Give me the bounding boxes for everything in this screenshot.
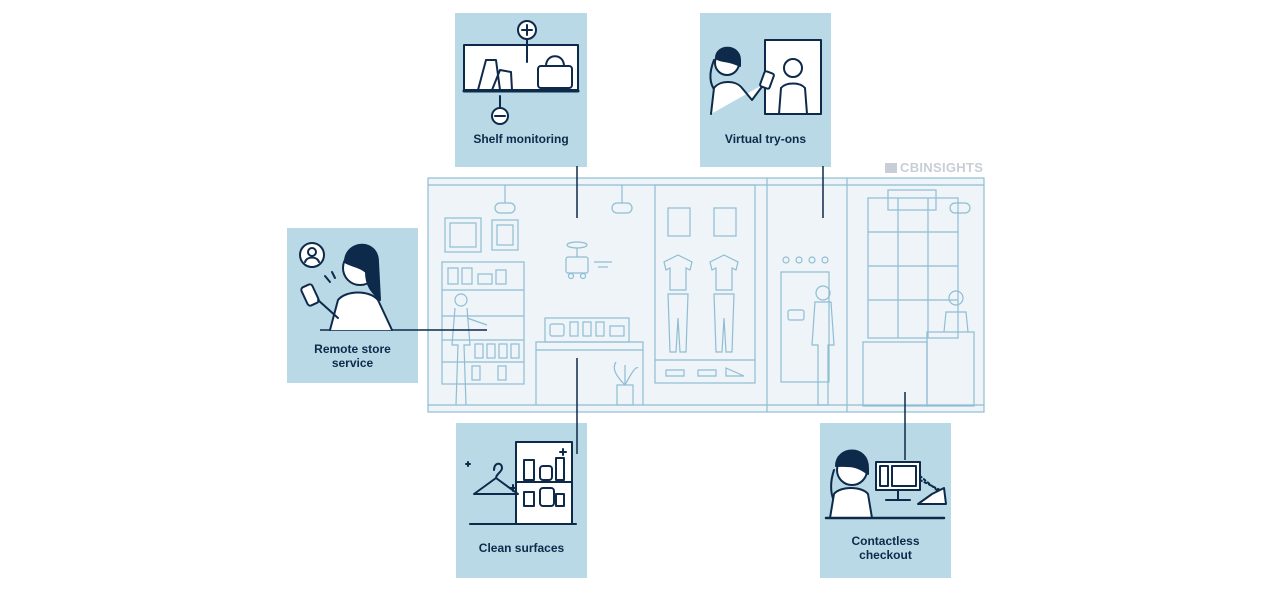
store-floorplan: [427, 177, 985, 413]
clean-surfaces-label: Clean surfaces: [478, 541, 565, 555]
brand-name: CBINSIGHTS: [900, 160, 984, 175]
remote-store-service-label: Remote store service: [314, 342, 391, 370]
shelf-monitoring-label: Shelf monitoring: [473, 132, 569, 146]
cbinsights-logo: CBINSIGHTS: [885, 160, 983, 175]
virtual-try-ons-label: Virtual try-ons: [724, 132, 807, 146]
logo-mark-icon: [885, 163, 897, 173]
contactless-checkout-label: Contactless checkout: [851, 534, 920, 562]
